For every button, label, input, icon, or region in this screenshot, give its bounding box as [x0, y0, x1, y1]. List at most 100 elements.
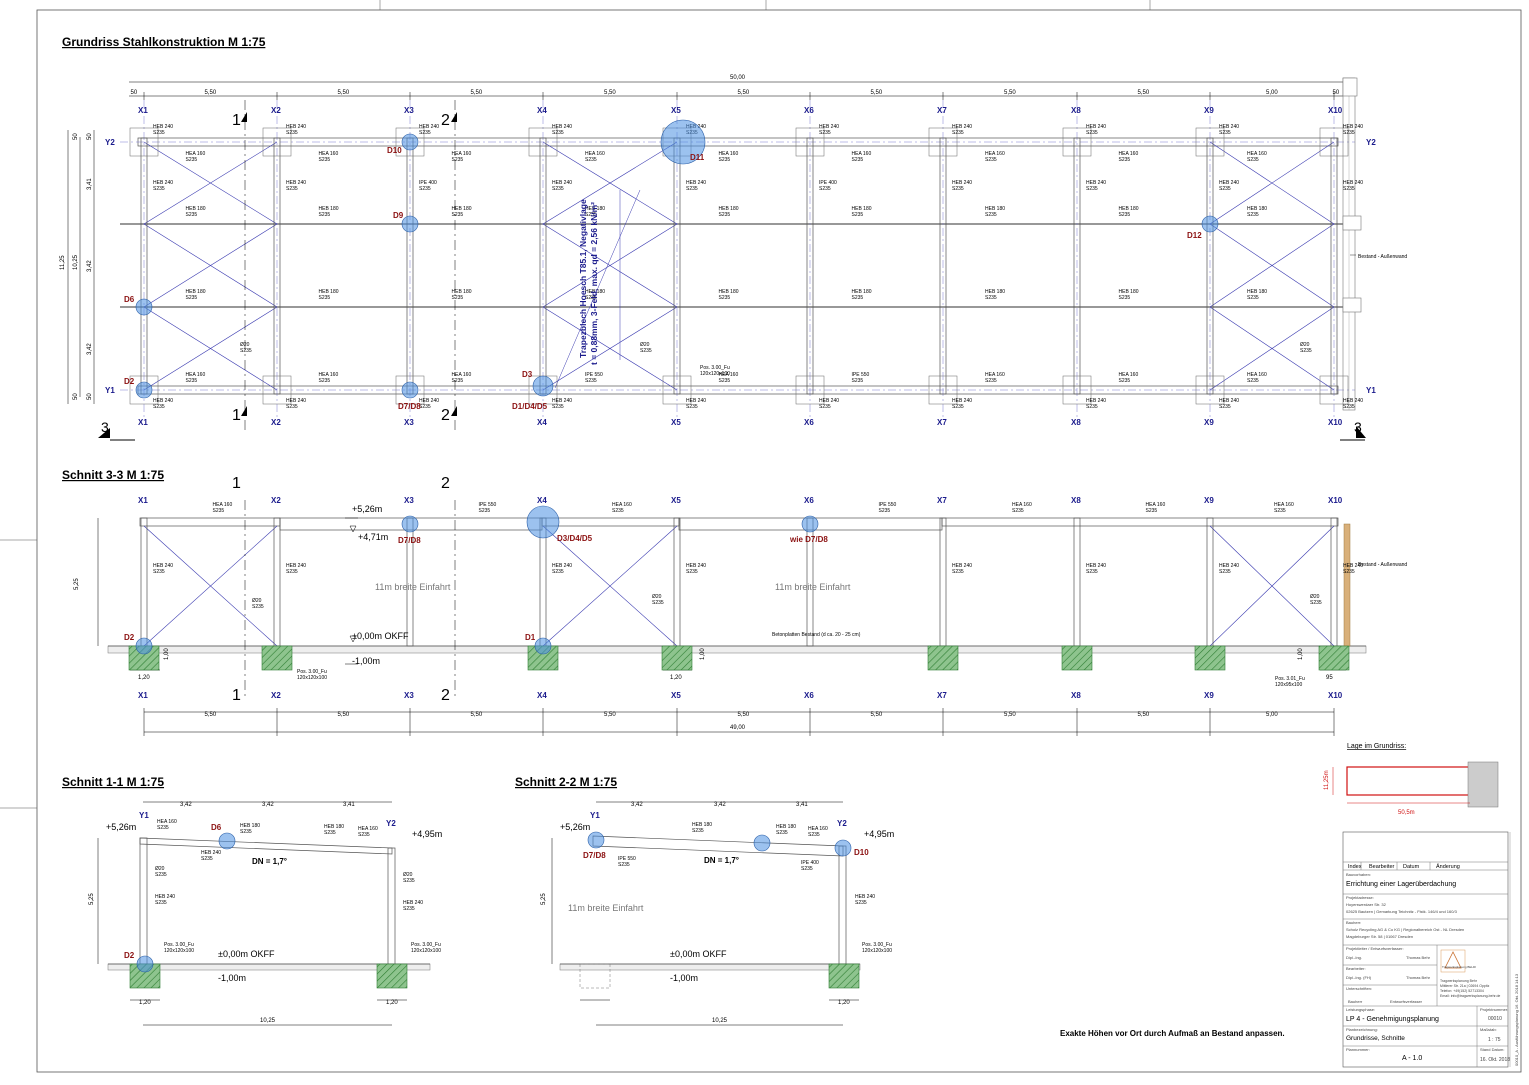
axis-label-bottom: X1	[138, 418, 148, 427]
profile-label: HEA 160	[1247, 372, 1267, 378]
plan-title: Grundriss Stahlkonstruktion M 1:75	[62, 35, 266, 49]
profile-label: HEB 240	[1086, 563, 1106, 569]
foundation	[261, 645, 293, 671]
profile-label: IPE 550	[852, 372, 870, 378]
profile-label: S235	[1343, 404, 1355, 410]
cut-marker-1-bottom: 1	[232, 407, 241, 424]
foundation-outline	[395, 127, 425, 157]
profile-label: S235	[1247, 157, 1259, 163]
foundation-outline	[129, 127, 159, 157]
foundation-outline	[1062, 127, 1092, 157]
profile-label: S235	[153, 569, 165, 575]
level-minus1: -1,00m	[352, 656, 380, 666]
tb-plan-label: Planbezeichnung:	[1346, 1027, 1378, 1032]
tb-rev-col: Änderung	[1436, 863, 1460, 870]
profile-label: IPE 400	[819, 180, 837, 186]
detail-label-d3: D3	[522, 370, 533, 379]
profile-label: S235	[1343, 186, 1355, 192]
dim-100: 1,00	[700, 648, 706, 660]
profile-label: HEB 240	[286, 124, 306, 130]
detail-label-d78: D7/D8	[398, 536, 421, 545]
span-dimension: 5,50	[471, 90, 483, 96]
profile-label: HEB 240	[419, 124, 439, 130]
drive-label: 11m breite Einfahrt	[375, 582, 451, 592]
profile-label: S235	[286, 186, 298, 192]
detail-circle-d145	[532, 375, 554, 397]
section-3-3-structure	[97, 500, 1367, 733]
profile-label: S235	[319, 157, 331, 163]
column	[1330, 517, 1338, 647]
s11-dim120: 1,20	[139, 1000, 151, 1006]
profile-label: HEB 180	[719, 289, 739, 295]
profile-label: S235	[819, 186, 831, 192]
profile-label: Ø20	[1300, 342, 1310, 348]
s22-prof: IPE 400	[801, 860, 819, 866]
cut-marker-1-s33b: 1	[232, 687, 241, 704]
plan-vert-dim: 50	[73, 133, 79, 140]
profile-label: HEA 160	[1146, 502, 1166, 508]
cut-marker-2-s33: 2	[441, 475, 450, 492]
tb-side-note: 00010_A - Ausführungsplanung 16. Okt. 20…	[1514, 973, 1519, 1066]
profile-label: IPE 550	[479, 502, 497, 508]
axis-label-y1-s11: Y1	[139, 811, 149, 820]
tb-firm2: Mittlerer Str. 21a | 02694 Oppitz	[1440, 984, 1490, 988]
s11-pos: 120x120x100	[411, 948, 441, 954]
axis-label-top: X4	[537, 106, 547, 115]
footer-note: Exakte Höhen vor Ort durch Aufmaß an Bes…	[1060, 1029, 1285, 1038]
axis-label-top: X2	[271, 496, 281, 505]
profile-label: S235	[452, 157, 464, 163]
profile-label: S235	[1086, 404, 1098, 410]
column-beam	[1073, 137, 1081, 395]
s22-prof: HEA 160	[808, 826, 828, 832]
profile-label: HEB 240	[952, 124, 972, 130]
foundation	[927, 645, 959, 671]
axis-label-bottom: X3	[404, 418, 414, 427]
tb-plannr-label: Plannummer:	[1346, 1047, 1370, 1052]
cut-marker-2-bottom: 2	[441, 407, 450, 424]
span-dimension: 5,50	[738, 90, 750, 96]
trapezoidal-sheet-note-2: t = 0,88mm, 3-Feld, max. qd = 2,56 kN/m²	[589, 202, 599, 365]
detail-label-d9: D9	[393, 211, 404, 220]
pos-301-label: Pos. 3.01_Fu	[1275, 676, 1305, 682]
s11-prof: HEB 240	[201, 850, 221, 856]
profile-label: S235	[686, 186, 698, 192]
plan-structure	[67, 77, 1366, 441]
detail-circle-d78	[401, 381, 419, 399]
profile-label: HEB 180	[452, 289, 472, 295]
axis-label-bottom: X8	[1071, 418, 1081, 427]
profile-label: HEB 240	[552, 180, 572, 186]
axis-label-top: X7	[937, 106, 947, 115]
profile-label: HEB 180	[319, 289, 339, 295]
column	[1206, 517, 1214, 647]
column	[140, 517, 148, 647]
span-dimension: 5,50	[871, 712, 883, 718]
profile-label: S235	[686, 404, 698, 410]
s22-total: 10,25	[712, 1018, 728, 1024]
detail-circle-d1	[534, 637, 552, 655]
profile-label: S235	[1247, 295, 1259, 301]
trapezoidal-sheet-note: Trapezblech Hoesch T85.1, Negativlage	[578, 199, 588, 358]
profile-label: HEA 160	[1274, 502, 1294, 508]
axis-label-top: X5	[671, 106, 681, 115]
profile-label: S235	[252, 604, 264, 610]
profile-label: HEA 160	[213, 502, 233, 508]
s22-slope: DN = 1,7°	[704, 856, 739, 865]
s11-prof: HEB 240	[155, 894, 175, 900]
s22-span: 3,41	[796, 802, 808, 808]
profile-label: S235	[286, 404, 298, 410]
s22-dim120: 1,20	[838, 1000, 850, 1006]
cut-marker-1-s33: 1	[232, 475, 241, 492]
tb-unterschrift: Unterschriften:	[1346, 986, 1372, 991]
foundation-outline	[1195, 375, 1225, 405]
profile-label: HEA 160	[319, 372, 339, 378]
profile-label: HEB 180	[186, 289, 206, 295]
s22-prof: IPE 550	[618, 856, 636, 862]
tb-rev-col: Datum	[1403, 864, 1420, 870]
axis-label-bottom: X10	[1328, 418, 1343, 427]
detail-label-wie: wie D7/D8	[789, 535, 828, 544]
tb-plannr: A - 1.0	[1402, 1055, 1422, 1062]
profile-label: S235	[652, 600, 664, 606]
profile-label: HEA 160	[319, 151, 339, 157]
s11-total: 10,25	[260, 1018, 276, 1024]
profile-label: S235	[319, 378, 331, 384]
